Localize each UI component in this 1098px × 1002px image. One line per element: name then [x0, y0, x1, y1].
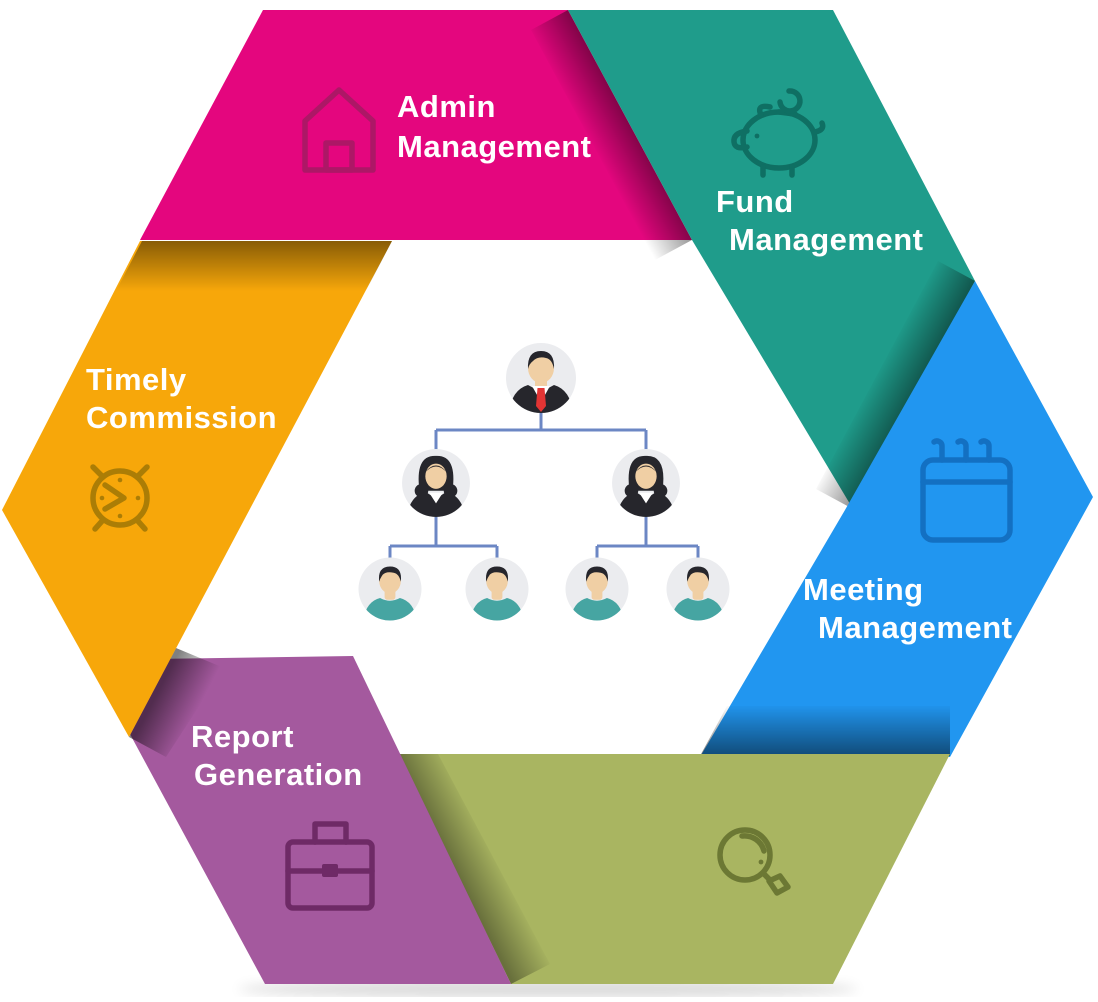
label-admin-line1: Admin [397, 89, 496, 124]
segment-meeting-management [700, 281, 1093, 757]
label-report-line2: Generation [194, 757, 363, 792]
calendar-icon [920, 438, 1013, 543]
fold-shadow-on-olive [399, 754, 550, 984]
org-connector-lines [388, 413, 700, 558]
label-commission-line2: Commission [86, 400, 277, 435]
label-fund-line2: Management [729, 222, 923, 257]
label-report-line1: Report [191, 719, 294, 754]
fold-shadow-on-blue [700, 706, 950, 756]
avatar-member [358, 557, 422, 621]
avatar-member [465, 557, 529, 621]
label-meeting-line2: Management [818, 610, 1012, 645]
avatar-member [565, 557, 629, 621]
piggy-bank-icon [731, 88, 826, 178]
avatar-manager [506, 343, 576, 413]
avatar-lead [402, 449, 470, 517]
house-icon [302, 87, 376, 173]
avatar-lead [612, 449, 680, 517]
label-meeting-line1: Meeting [803, 572, 924, 607]
magnifier-icon [717, 827, 791, 896]
fold-shadow-on-teal [816, 261, 975, 509]
label-commission-line1: Timely [86, 362, 187, 397]
alarm-clock-icon [90, 464, 150, 532]
segment-report-generation [90, 656, 511, 984]
org-chart [358, 343, 730, 621]
ground-shadow [238, 980, 858, 998]
label-admin-line2: Management [397, 129, 591, 164]
label-fund-line1: Fund [716, 184, 794, 219]
fold-shadow-on-purple [129, 648, 224, 757]
fold-shadow-on-pink [531, 10, 692, 260]
fold-shadow-on-orange [116, 241, 392, 291]
briefcase-icon [285, 821, 375, 911]
segment-timely-commission [2, 241, 392, 737]
segment-search [399, 754, 950, 984]
avatar-member [666, 557, 730, 621]
